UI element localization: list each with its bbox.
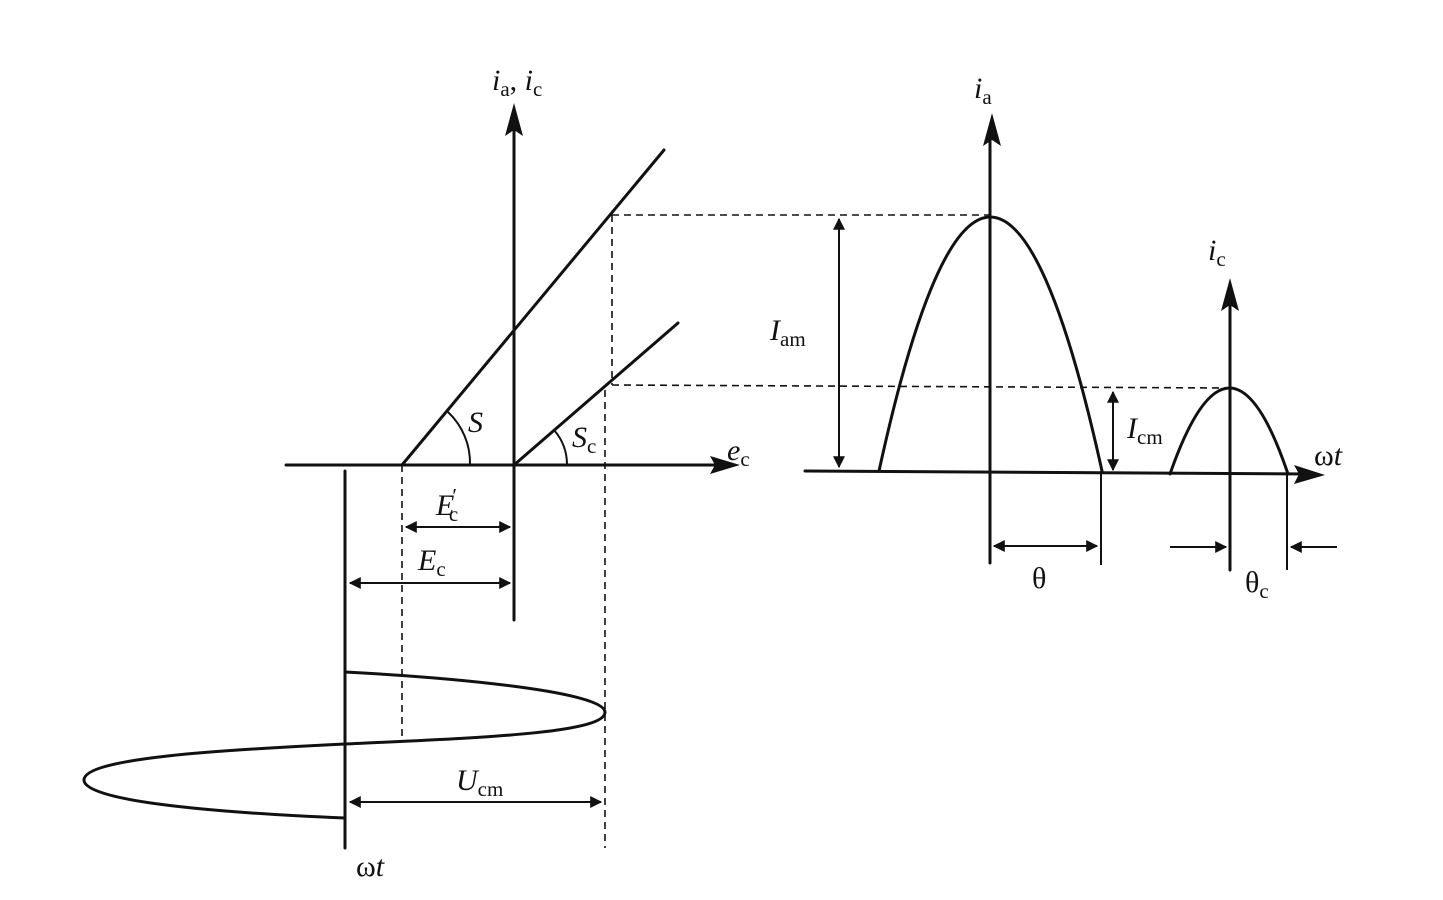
theta-label: θ bbox=[1032, 562, 1046, 595]
ec-axis-arrowhead bbox=[710, 456, 740, 474]
output-time-axis bbox=[803, 469, 1312, 476]
output-current-graph: ia Iam ic Icm ωt θ θc bbox=[769, 72, 1343, 603]
ec-prime-label: E′c bbox=[435, 484, 458, 526]
ia-pulse bbox=[877, 215, 1104, 473]
transfer-characteristic-graph: ia, ic ec S Sc E′c Ec Ucm ωt bbox=[82, 64, 750, 883]
angle-arc-sc bbox=[553, 429, 569, 466]
slope-sc-label: Sc bbox=[572, 421, 596, 458]
ic-axis-label: ic bbox=[1208, 234, 1226, 271]
output-time-axis-arrowhead bbox=[1294, 465, 1325, 484]
ec-axis-label: ec bbox=[727, 434, 750, 471]
icm-label: Icm bbox=[1126, 412, 1163, 449]
ucm-label: Ucm bbox=[456, 764, 503, 801]
output-time-axis-label: ωt bbox=[1314, 439, 1343, 472]
input-sinusoid bbox=[82, 670, 607, 820]
characteristic-line-sc bbox=[512, 321, 680, 467]
ic-pulse bbox=[1168, 386, 1290, 476]
current-axis-left-arrowhead bbox=[505, 103, 523, 136]
theta-c-label: θc bbox=[1245, 566, 1269, 603]
angle-arc-s bbox=[447, 411, 472, 466]
ec-label: Ec bbox=[417, 544, 446, 581]
ic-axis-arrowhead bbox=[1221, 278, 1239, 311]
guide-to-icm-peak bbox=[611, 384, 1231, 389]
input-time-axis-label: ωt bbox=[356, 850, 385, 883]
characteristic-line-s bbox=[400, 148, 666, 467]
iam-label: Iam bbox=[769, 314, 806, 351]
slope-s-label: S bbox=[468, 406, 483, 439]
current-axis-left-label: ia, ic bbox=[492, 64, 542, 101]
ia-axis-arrowhead bbox=[983, 113, 1001, 146]
ia-axis-label: ia bbox=[974, 72, 992, 109]
